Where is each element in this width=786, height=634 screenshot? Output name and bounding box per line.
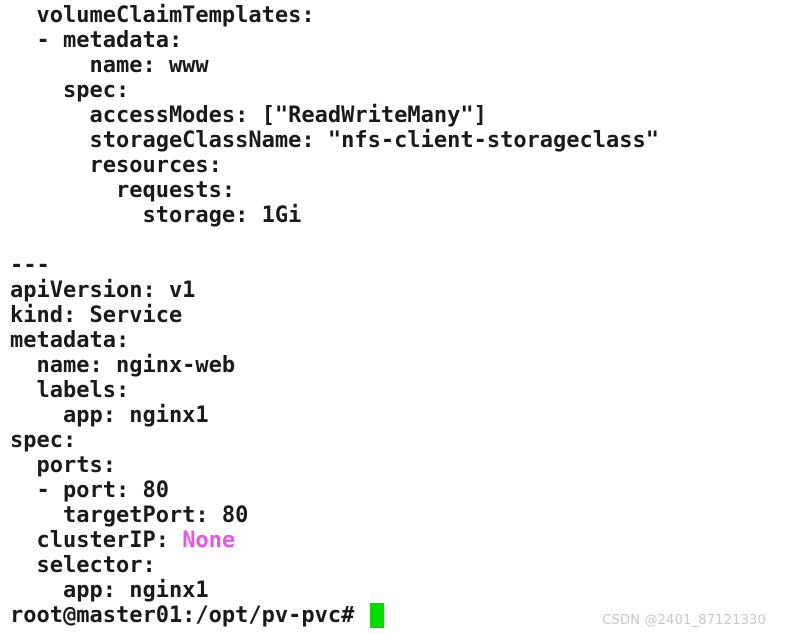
terminal-line: storageClassName: "nfs-client-storagecla… [10,128,660,153]
terminal-line: name: nginx-web [10,353,236,378]
terminal-line: - metadata: [10,28,183,53]
terminal-line: storage: 1Gi [10,203,302,228]
terminal-line: kind: Service [10,303,183,328]
shell-prompt-line[interactable]: root@master01:/opt/pv-pvc# [10,603,384,628]
text-cursor [369,603,384,628]
terminal-line-cluster-ip: clusterIP: None [10,528,235,553]
terminal-line: accessModes: ["ReadWriteMany"] [10,103,487,128]
watermark: CSDN @2401_87121330 [602,613,766,628]
terminal-line: labels: [10,378,130,403]
cluster-ip-value: None [182,528,236,553]
terminal-line: --- [10,253,50,278]
terminal-line: targetPort: 80 [10,503,249,528]
terminal-line: resources: [10,153,222,178]
shell-prompt: root@master01:/opt/pv-pvc# [10,603,368,628]
terminal-line: ports: [10,453,116,478]
terminal-line: app: nginx1 [10,578,209,603]
cluster-ip-key: clusterIP: [10,528,183,553]
terminal-line: spec: [10,78,130,103]
terminal-line: spec: [10,428,77,453]
terminal-line: metadata: [10,328,130,353]
terminal-line: name: www [10,53,209,78]
terminal-line: requests: [10,178,236,203]
terminal-line: volumeClaimTemplates: [10,3,315,28]
terminal-line: - port: 80 [10,478,169,503]
terminal-line: selector: [10,553,156,578]
terminal-line: app: nginx1 [10,403,209,428]
terminal-line: apiVersion: v1 [10,278,196,303]
